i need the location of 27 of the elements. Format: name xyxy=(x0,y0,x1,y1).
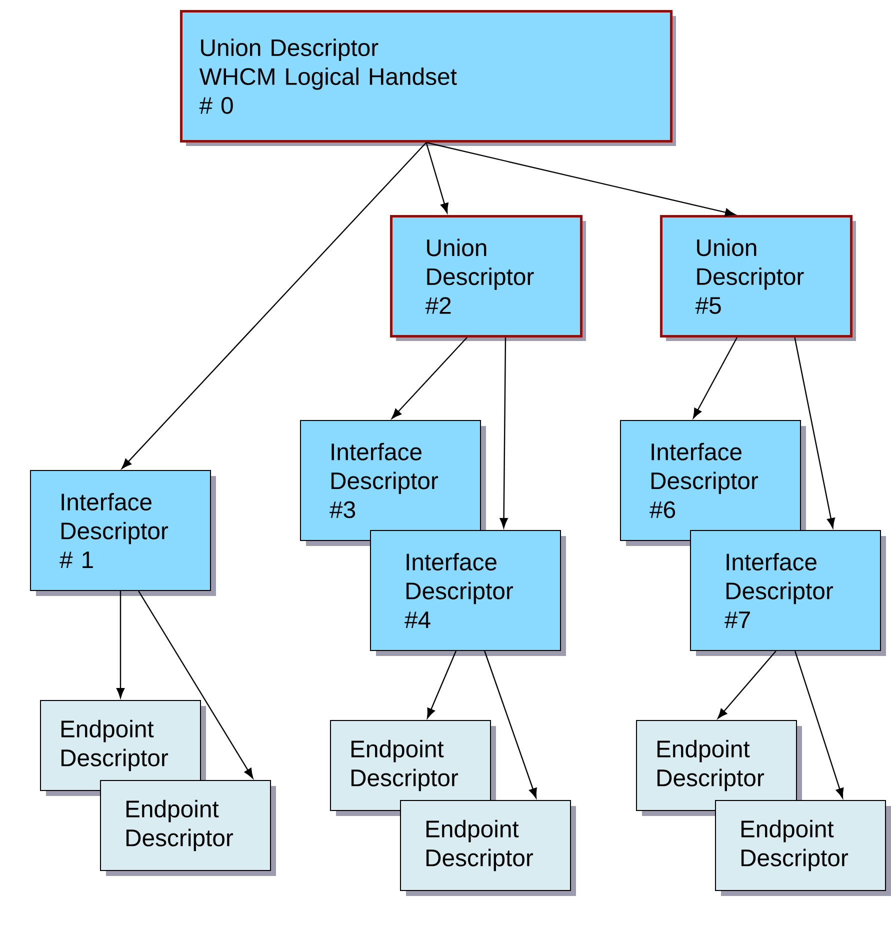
endpoint-descriptor-box: Endpoint Descriptor xyxy=(330,720,496,816)
arrow xyxy=(484,650,537,798)
arrow xyxy=(426,142,736,216)
union-descriptor-box: Union Descriptor #5 xyxy=(660,215,856,341)
arrow xyxy=(116,591,125,698)
endpoint-descriptor-box: Endpoint Descriptor xyxy=(715,800,891,896)
union-descriptor-box: Union Descriptor WHCM Logical Handset # 0 xyxy=(180,10,676,146)
arrow xyxy=(794,650,844,798)
endpoint-descriptor-box: Endpoint Descriptor xyxy=(400,800,576,896)
arrow xyxy=(794,337,835,528)
interface-descriptor-box: Interface Descriptor #4 xyxy=(370,530,566,656)
endpoint-descriptor-box: Endpoint Descriptor xyxy=(636,720,802,816)
endpoint-descriptor-box: Endpoint Descriptor xyxy=(100,780,276,876)
arrow xyxy=(426,650,456,718)
interface-descriptor-box: Interface Descriptor #6 xyxy=(620,420,806,546)
endpoint-descriptor-box: Endpoint Descriptor xyxy=(40,700,206,796)
arrow xyxy=(392,337,468,419)
interface-descriptor-box: Interface Descriptor #3 xyxy=(300,420,486,546)
arrow xyxy=(426,142,448,214)
arrow xyxy=(138,590,254,778)
interface-descriptor-box: Interface Descriptor # 1 xyxy=(30,470,216,596)
union-descriptor-box: Union Descriptor #2 xyxy=(390,215,586,341)
interface-descriptor-box: Interface Descriptor #7 xyxy=(690,530,886,656)
arrow xyxy=(500,338,508,528)
arrow xyxy=(718,650,776,719)
arrow xyxy=(692,337,738,418)
arrow xyxy=(122,142,427,469)
